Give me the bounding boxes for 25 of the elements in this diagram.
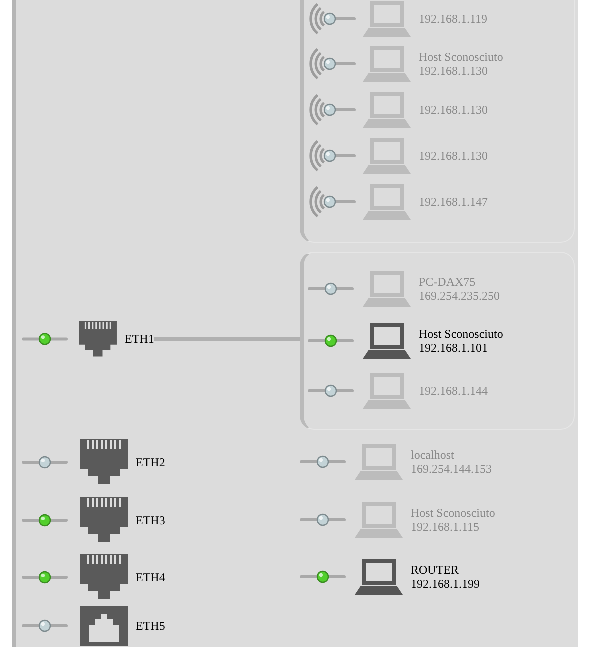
port-label: ETH1: [125, 332, 154, 346]
device-name: ROUTER: [411, 563, 460, 577]
device-group-panel: [300, 0, 575, 243]
connector-line: [154, 337, 300, 341]
device-group-panel: [300, 252, 575, 430]
port-label: ETH4: [136, 570, 166, 584]
ip-address: 192.168.1.199: [411, 577, 480, 591]
ip-address: 192.168.1.130: [419, 64, 489, 78]
device-name: PC-DAX75: [419, 275, 477, 289]
port-label: ETH5: [136, 619, 166, 633]
device-name: Host Sconosciuto: [419, 327, 504, 341]
ip-address: 192.168.1.119: [419, 12, 488, 26]
port-label: ETH3: [136, 513, 166, 527]
ip-address: 192.168.1.130: [419, 149, 488, 163]
ip-address: 192.168.1.147: [419, 195, 488, 209]
ip-address: 169.254.144.153: [411, 462, 492, 476]
device-name: localhost: [411, 448, 456, 462]
ip-address: 192.168.1.101: [419, 341, 489, 355]
ip-address: 192.168.1.115: [411, 520, 481, 534]
device-name: Host Sconosciuto: [419, 50, 504, 64]
port-label: ETH2: [136, 455, 166, 469]
ip-address: 169.254.235.250: [419, 289, 500, 303]
ip-address: 192.168.1.144: [419, 384, 488, 398]
ip-address: 192.168.1.130: [419, 103, 488, 117]
device-name: Host Sconosciuto: [411, 506, 496, 520]
